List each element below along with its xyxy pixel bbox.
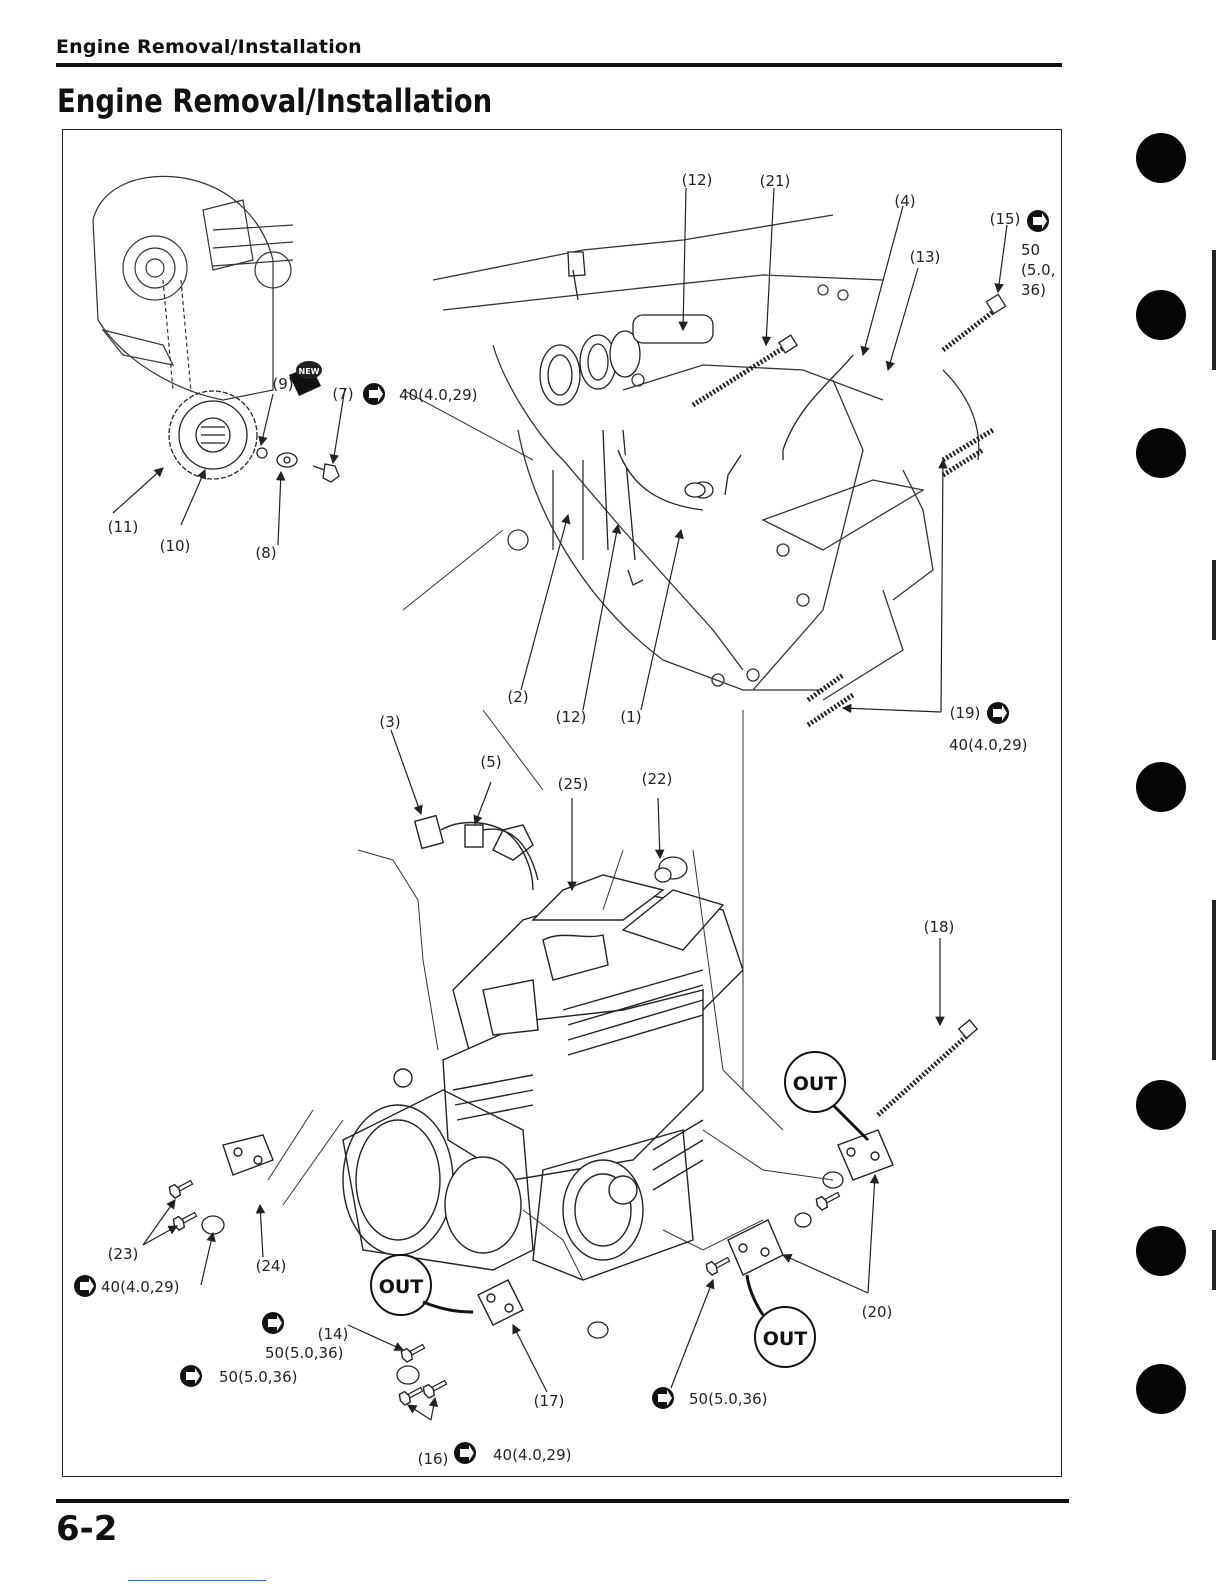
binder-hole [1136,1080,1186,1130]
new-part-icon: NEW [289,361,322,396]
callout-25: (25) [558,775,589,793]
sprocket-inset [93,176,293,400]
callout-10: (10) [160,537,191,555]
callout-19: (19) [950,704,981,722]
callout-7: (7) [332,385,353,403]
torque-wrench-icon [363,383,385,405]
out-badge-right: OUT [763,1328,808,1350]
torque-wrench-icon [652,1387,674,1409]
torque-value-14: 50(5.0,36) [265,1344,344,1362]
callout-17: (17) [534,1392,565,1410]
callout-22: (22) [642,770,673,788]
callout-4: (4) [894,192,915,210]
out-badge-top: OUT [793,1073,838,1095]
new-badge: NEW [299,367,320,376]
callout-3: (3) [379,713,400,731]
callout-12-bottom: (12) [556,708,587,726]
callout-12-top: (12) [682,171,713,189]
torque-wrench-icon [1027,210,1049,232]
torque-value-15-line2: (5.0, [1021,261,1055,279]
torque-value-19: 40(4.0,29) [949,736,1028,754]
callout-21: (21) [760,172,791,190]
callout-1: (1) [620,708,641,726]
torque-value-15-line3: 36) [1021,281,1046,299]
throttle-bodies [540,252,713,560]
callout-20: (20) [862,1303,893,1321]
callout-8: (8) [255,544,276,562]
callout-16: (16) [418,1450,449,1468]
callout-11: (11) [108,518,139,536]
torque-wrench-icon [262,1312,284,1334]
torque-wrench-icon [180,1365,202,1387]
out-direction-icon: OUT [747,1275,815,1367]
running-header: Engine Removal/Installation [56,36,362,58]
binder-hole [1136,762,1186,812]
torque-value-16: 40(4.0,29) [493,1446,572,1464]
torque-value-nut-left: 50(5.0,36) [219,1368,298,1386]
frame-cables [628,355,853,585]
torque-value-23: 40(4.0,29) [101,1278,180,1296]
footer-rule [56,1499,1069,1503]
callout-24: (24) [256,1257,287,1275]
page-edge-mark [1212,560,1216,640]
torque-wrench-icon [74,1275,96,1297]
page-edge-mark [1212,900,1216,1060]
callout-9: (9) [272,375,293,393]
page-edge-mark [1212,1230,1216,1290]
out-badge-left: OUT [379,1276,424,1298]
link-underline [128,1580,266,1581]
drive-sprocket [169,391,257,479]
out-direction-icon: OUT [785,1052,868,1140]
callout-18: (18) [924,918,955,936]
callout-14: (14) [318,1325,349,1343]
page-number: 6-2 [56,1509,117,1549]
callout-15: (15) [990,210,1021,228]
long-bolt-18 [878,1020,977,1115]
exploded-diagram: OUT OUT OUT NEW (12) (21) (4) (13) (15) … [62,129,1062,1477]
callout-2: (2) [507,688,528,706]
callout-23: (23) [108,1245,139,1263]
binder-hole [1136,428,1186,478]
section-title: Engine Removal/Installation [57,82,492,120]
sprocket-washer-bolt [257,448,339,482]
header-rule [56,63,1062,67]
callout-13: (13) [910,248,941,266]
binder-hole [1136,1364,1186,1414]
engine-drawing: OUT OUT OUT NEW (12) (21) (4) (13) (15) … [63,130,1063,1478]
frame-assembly [433,215,979,700]
torque-value-15-line1: 50 [1021,241,1040,259]
binder-hole [1136,1226,1186,1276]
binder-hole [1136,290,1186,340]
callout-5: (5) [480,753,501,771]
engine-block [343,825,743,1280]
torque-wrench-icon [454,1442,476,1464]
page-edge-mark [1212,250,1216,370]
torque-value-7: 40(4.0,29) [399,386,478,404]
torque-wrench-icon [987,702,1009,724]
torque-value-nut-right: 50(5.0,36) [689,1390,768,1408]
binder-hole [1136,133,1186,183]
